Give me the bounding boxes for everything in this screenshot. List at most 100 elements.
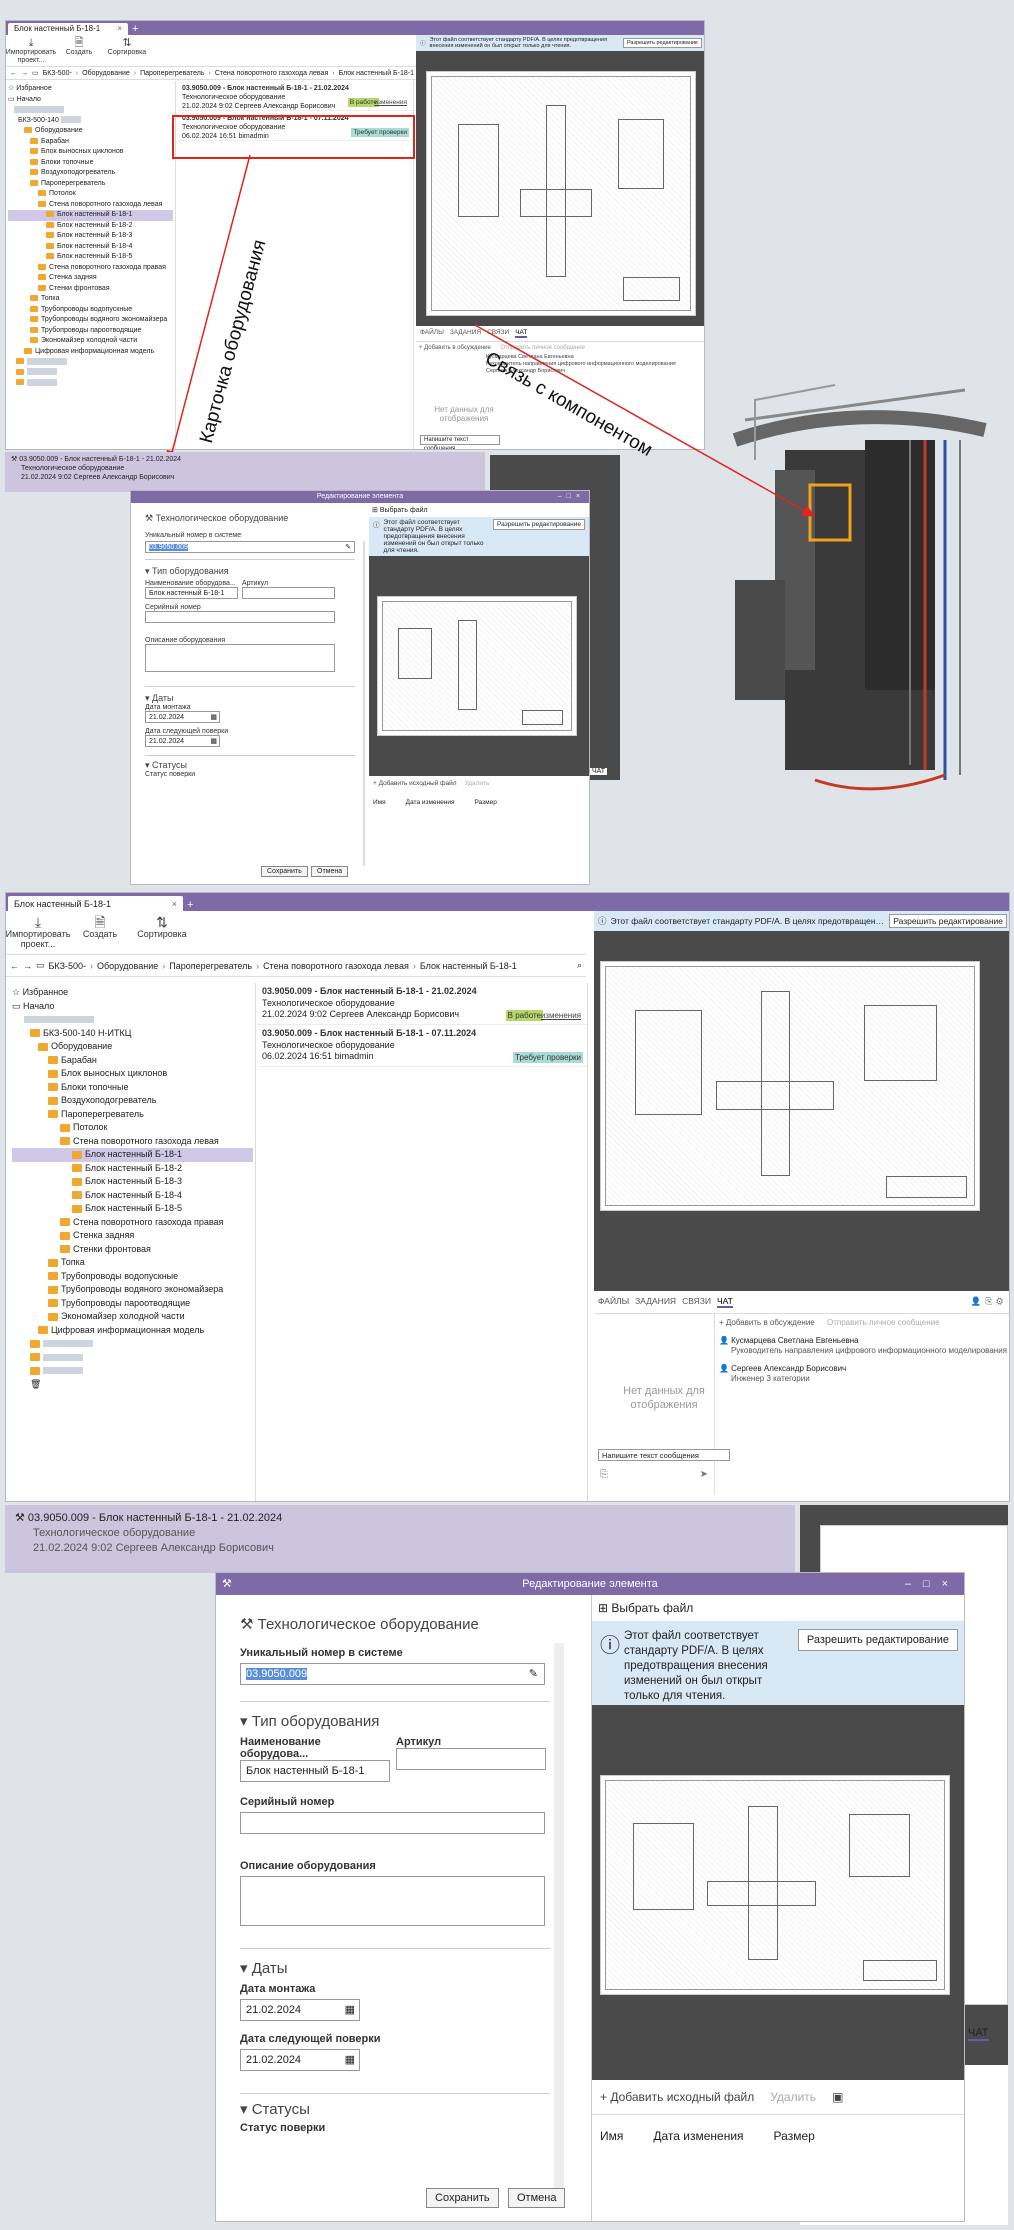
add-discussion-button[interactable]: + Добавить в обсуждение	[718, 1318, 815, 1327]
add-tab-icon[interactable]: +	[187, 899, 194, 911]
message-input[interactable]: Напишите текст сообщения	[420, 435, 500, 449]
list-item[interactable]: 03.9050.009 - Блок настенный Б-18-1 - 21…	[178, 81, 413, 111]
breadcrumb-item[interactable]: Оборудование	[82, 69, 130, 77]
edit-icon[interactable]: ✎	[528, 1668, 538, 1680]
save-button[interactable]: Сохранить	[261, 866, 308, 877]
chat-tab-small[interactable]: ЧАТ	[590, 768, 608, 775]
tree-item[interactable]: Стена поворотного газохода левая	[12, 1135, 253, 1149]
tree-item[interactable]: Стена поворотного газохода правая	[8, 263, 173, 274]
participant[interactable]: 👤 Кусмарцева Светлана Евгеньевна	[719, 1336, 1007, 1346]
tree-item[interactable]: Экономайзер холодной части	[12, 1310, 253, 1324]
tree-item[interactable]: Трубопроводы водопускные	[12, 1270, 253, 1284]
changes-badge[interactable]: изменения	[374, 99, 407, 106]
back-icon[interactable]: ←	[10, 960, 19, 971]
computer-icon[interactable]: ▭	[32, 70, 39, 78]
tree-item[interactable]: Трубопроводы пароотводящие	[12, 1297, 253, 1311]
article-input[interactable]	[242, 587, 335, 599]
import-button[interactable]: ⤓Импортировать проект...	[6, 914, 70, 950]
breadcrumb-item[interactable]: Блок настенный Б-18-1	[338, 69, 414, 77]
tree-item[interactable]: Блок настенный Б-18-5	[12, 1202, 253, 1216]
add-source-button[interactable]: + Добавить исходный файл	[373, 780, 457, 787]
tree-item[interactable]: Пароперегреватель	[8, 179, 173, 190]
next-input[interactable]: 21.02.2024▦	[240, 2049, 360, 2071]
tab-links[interactable]: СВЯЗИ	[487, 329, 510, 336]
tree-item[interactable]: Экономайзер холодной части	[8, 336, 173, 347]
back-icon[interactable]: ←	[10, 69, 17, 77]
uid-input[interactable]: 03.9050.009✎	[145, 541, 355, 553]
tree-item[interactable]: Стенка задняя	[8, 273, 173, 284]
scrollbar[interactable]	[363, 541, 365, 866]
tree-root[interactable]: БКЗ-500-140	[8, 116, 173, 127]
allow-edit-button[interactable]: Разрешить редактирование	[797, 1629, 958, 1651]
close-icon[interactable]: ×	[171, 898, 177, 909]
name-input[interactable]: Блок настенный Б-18-1	[145, 587, 238, 599]
tree-item[interactable]: Трубопроводы водопускные	[8, 305, 173, 316]
add-discussion-button[interactable]: + Добавить в обсуждение	[419, 345, 491, 351]
import-button[interactable]: ⤓Импортировать проект...	[6, 37, 56, 64]
changes-badge[interactable]: изменения	[540, 1010, 581, 1020]
sort-button[interactable]: ⇅Сортировка	[106, 37, 148, 64]
tree-item[interactable]: Трубопроводы водяного экономайзера	[8, 315, 173, 326]
allow-edit-button[interactable]: Разрешить редактирование	[493, 519, 585, 530]
tree-start[interactable]: ▭ Начало	[12, 1000, 55, 1011]
breadcrumb-item[interactable]: Пароперегреватель	[169, 960, 253, 971]
message-input[interactable]: Напишите текст сообщения	[598, 1449, 730, 1461]
chat-tool-icons[interactable]: 👤⎘⚙	[970, 1296, 1007, 1306]
tab-files[interactable]: ФАЙЛЫ	[420, 329, 444, 336]
tree-item[interactable]: Блоки топочные	[8, 158, 173, 169]
create-button[interactable]: 🗎Создать	[58, 37, 100, 64]
tab-links[interactable]: СВЯЗИ	[682, 1296, 711, 1306]
breadcrumb-item[interactable]: Стена поворотного газохода левая	[263, 960, 409, 971]
tree-trash[interactable]: 🗑	[12, 1378, 253, 1392]
participant[interactable]: 👤 Сергеев Александр Борисович	[719, 1364, 1007, 1374]
col-date[interactable]: Дата изменения	[653, 2129, 744, 2143]
mount-input[interactable]: 21.02.2024▦	[240, 1999, 360, 2021]
computer-icon[interactable]: ▭	[36, 960, 45, 971]
next-input[interactable]: 21.02.2024▦	[145, 735, 220, 747]
send-private-button[interactable]: Отправить личное сообщение	[826, 1318, 940, 1327]
forward-icon[interactable]: →	[23, 960, 32, 971]
tree-item[interactable]: Блок настенный Б-18-4	[8, 242, 173, 253]
list-item[interactable]: 03.9050.009 - Блок настенный Б-18-1 - 21…	[258, 983, 587, 1025]
tree-item[interactable]: Стена поворотного газохода левая	[8, 200, 173, 211]
send-private-button[interactable]: Отправить личное сообщение	[500, 345, 585, 351]
add-tab-icon[interactable]: +	[132, 23, 139, 35]
tree-item[interactable]: Цифровая информационная модель	[8, 347, 173, 358]
col-name[interactable]: Имя	[373, 799, 386, 806]
tree-item[interactable]: Барабан	[8, 137, 173, 148]
tree-item[interactable]: Топка	[8, 294, 173, 305]
save-button[interactable]: Сохранить	[426, 2188, 499, 2208]
tree-item[interactable]: Воздухоподогреватель	[12, 1094, 253, 1108]
tree-item[interactable]: Блок настенный Б-18-2	[12, 1162, 253, 1176]
select-file-button[interactable]: ⊞ Выбрать файл	[592, 1595, 964, 1621]
col-name[interactable]: Имя	[600, 2129, 624, 2143]
delete-button[interactable]: Удалить	[770, 2090, 817, 2104]
calendar-icon[interactable]: ▦	[210, 714, 217, 721]
tree-item[interactable]: Блок настенный Б-18-3	[12, 1175, 253, 1189]
tree-equipment[interactable]: Оборудование	[12, 1040, 253, 1054]
serial-input[interactable]	[145, 611, 335, 623]
participant-name[interactable]: Кусмарцева Светлана Евгеньевна	[486, 354, 574, 360]
tree-item[interactable]: Стенки фронтовая	[8, 284, 173, 295]
tree-item[interactable]: Блоки топочные	[12, 1081, 253, 1095]
tab-tasks[interactable]: ЗАДАНИЯ	[635, 1296, 677, 1306]
breadcrumb-item[interactable]: Блок настенный Б-18-1	[419, 960, 517, 971]
chat-tab-large[interactable]: ЧАТ	[968, 2027, 989, 2041]
col-size[interactable]: Размер	[474, 799, 497, 806]
mount-input[interactable]: 21.02.2024▦	[145, 711, 220, 723]
tree-item[interactable]: Трубопроводы водяного экономайзера	[12, 1283, 253, 1297]
uid-input[interactable]: 03.9050.009✎	[240, 1663, 545, 1685]
preview-icon[interactable]: ▣	[832, 2090, 844, 2104]
tab-document[interactable]: Блок настенный Б-18-1×	[8, 896, 183, 911]
allow-edit-button[interactable]: Разрешить редактирование	[889, 914, 1007, 928]
select-file-button[interactable]: ⊞ Выбрать файл	[369, 503, 589, 517]
list-item[interactable]: 03.9050.009 - Блок настенный Б-18-1 - 07…	[258, 1025, 587, 1067]
tree-item[interactable]: Блок настенный Б-18-3	[8, 231, 173, 242]
breadcrumb-item[interactable]: БКЗ-500-	[48, 960, 87, 971]
tree-item[interactable]: Барабан	[12, 1054, 253, 1068]
cancel-button[interactable]: Отмена	[311, 866, 349, 877]
serial-input[interactable]	[240, 1812, 545, 1834]
breadcrumb-item[interactable]: Оборудование	[97, 960, 159, 971]
edit-icon[interactable]: ✎	[345, 544, 351, 551]
desc-input[interactable]	[145, 644, 335, 672]
